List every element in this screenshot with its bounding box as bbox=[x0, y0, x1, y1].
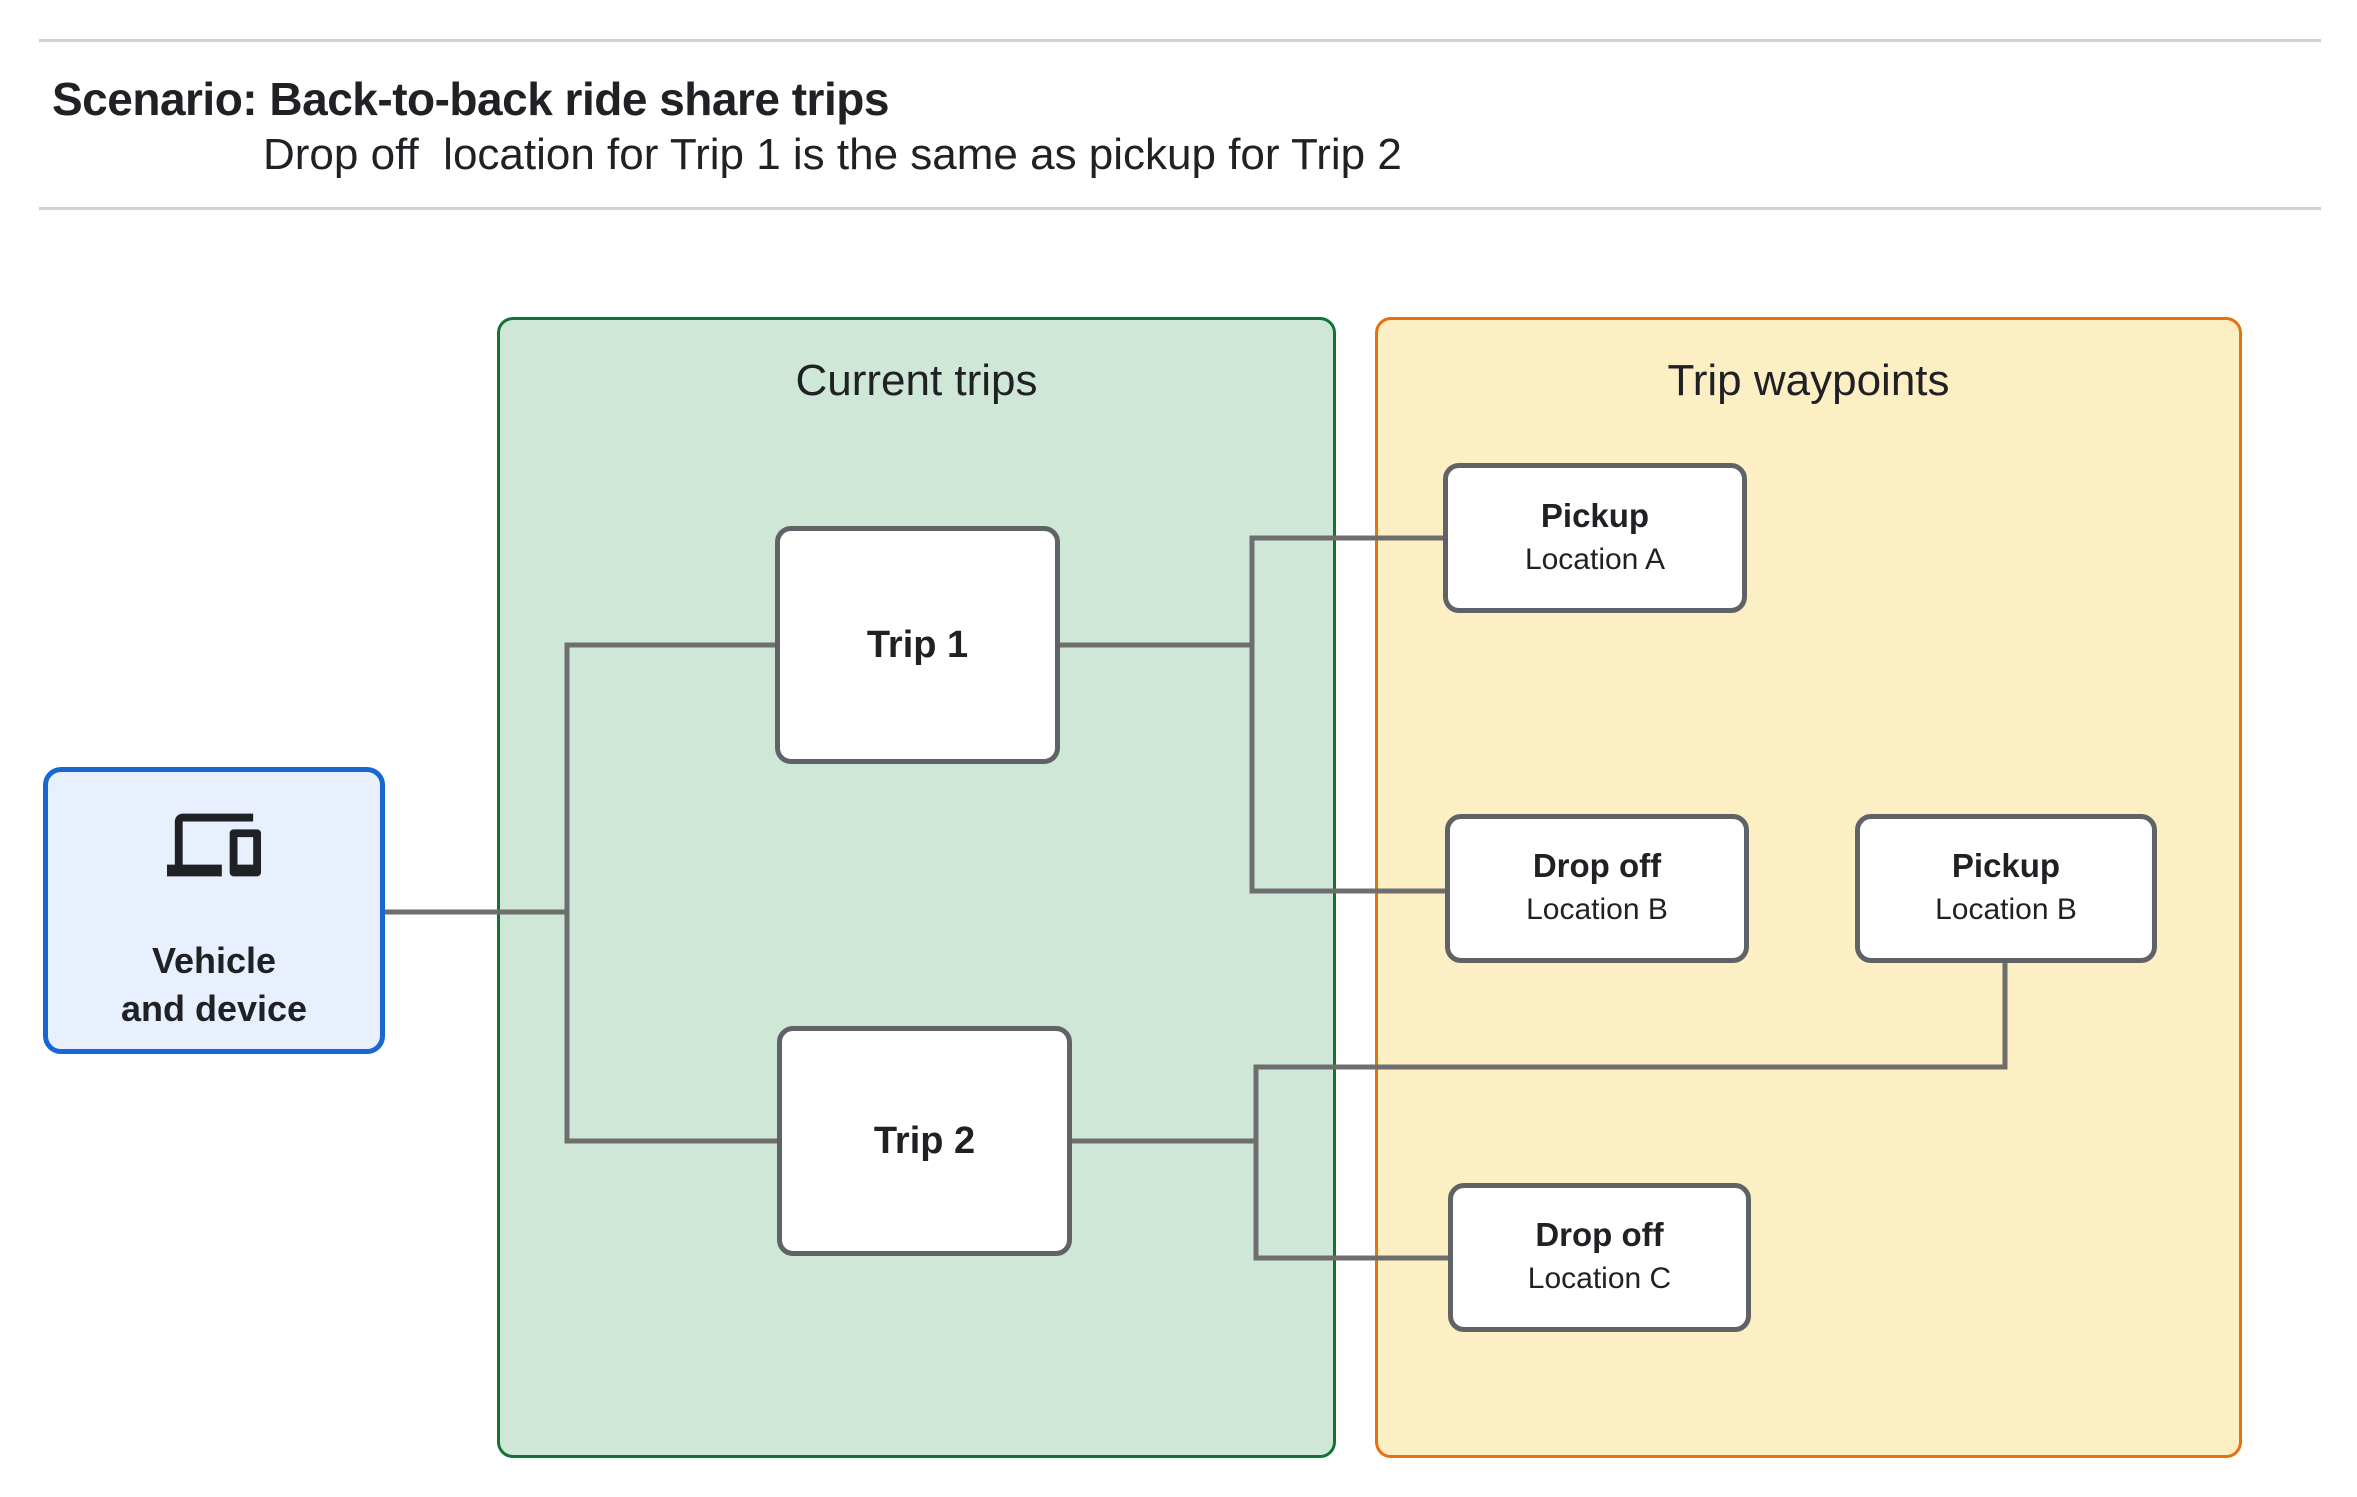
trip2-node: Trip 2 bbox=[777, 1026, 1072, 1256]
trip1-label: Trip 1 bbox=[866, 623, 969, 666]
dropoff-c-title: Drop off bbox=[1535, 1216, 1664, 1254]
vehicle-label: Vehicle and device bbox=[48, 937, 380, 1033]
vehicle-label-line1: Vehicle bbox=[151, 940, 277, 981]
pickup-location-a-node: Pickup Location A bbox=[1443, 463, 1747, 613]
trip2-label: Trip 2 bbox=[873, 1119, 976, 1162]
dropoff-c-subtitle: Location C bbox=[1527, 1262, 1672, 1296]
pickup-b-subtitle: Location B bbox=[1935, 893, 2077, 927]
vehicle-and-device-box: Vehicle and device bbox=[43, 767, 385, 1054]
vehicle-label-line2: and device bbox=[120, 987, 308, 1029]
current-trips-container: Current trips bbox=[497, 317, 1336, 1458]
current-trips-title: Current trips bbox=[795, 356, 1038, 405]
pickup-a-subtitle: Location A bbox=[1524, 542, 1666, 576]
top-divider bbox=[39, 39, 2321, 42]
pickup-b-title: Pickup bbox=[1951, 847, 2061, 885]
trip-waypoints-title: Trip waypoints bbox=[1667, 356, 1950, 405]
dropoff-location-b-node: Drop off Location B bbox=[1445, 814, 1749, 963]
dropoff-b-subtitle: Location B bbox=[1526, 893, 1668, 927]
devices-icon bbox=[48, 798, 380, 892]
page-subtitle: Drop off location for Trip 1 is the same… bbox=[263, 130, 1402, 179]
dropoff-location-c-node: Drop off Location C bbox=[1448, 1183, 1751, 1332]
pickup-location-b-node: Pickup Location B bbox=[1855, 814, 2157, 963]
trip1-node: Trip 1 bbox=[775, 526, 1060, 764]
page-title: Scenario: Back-to-back ride share trips bbox=[52, 73, 889, 125]
pickup-a-title: Pickup bbox=[1540, 496, 1650, 534]
header-bottom-divider bbox=[39, 207, 2321, 210]
dropoff-b-title: Drop off bbox=[1532, 847, 1662, 885]
